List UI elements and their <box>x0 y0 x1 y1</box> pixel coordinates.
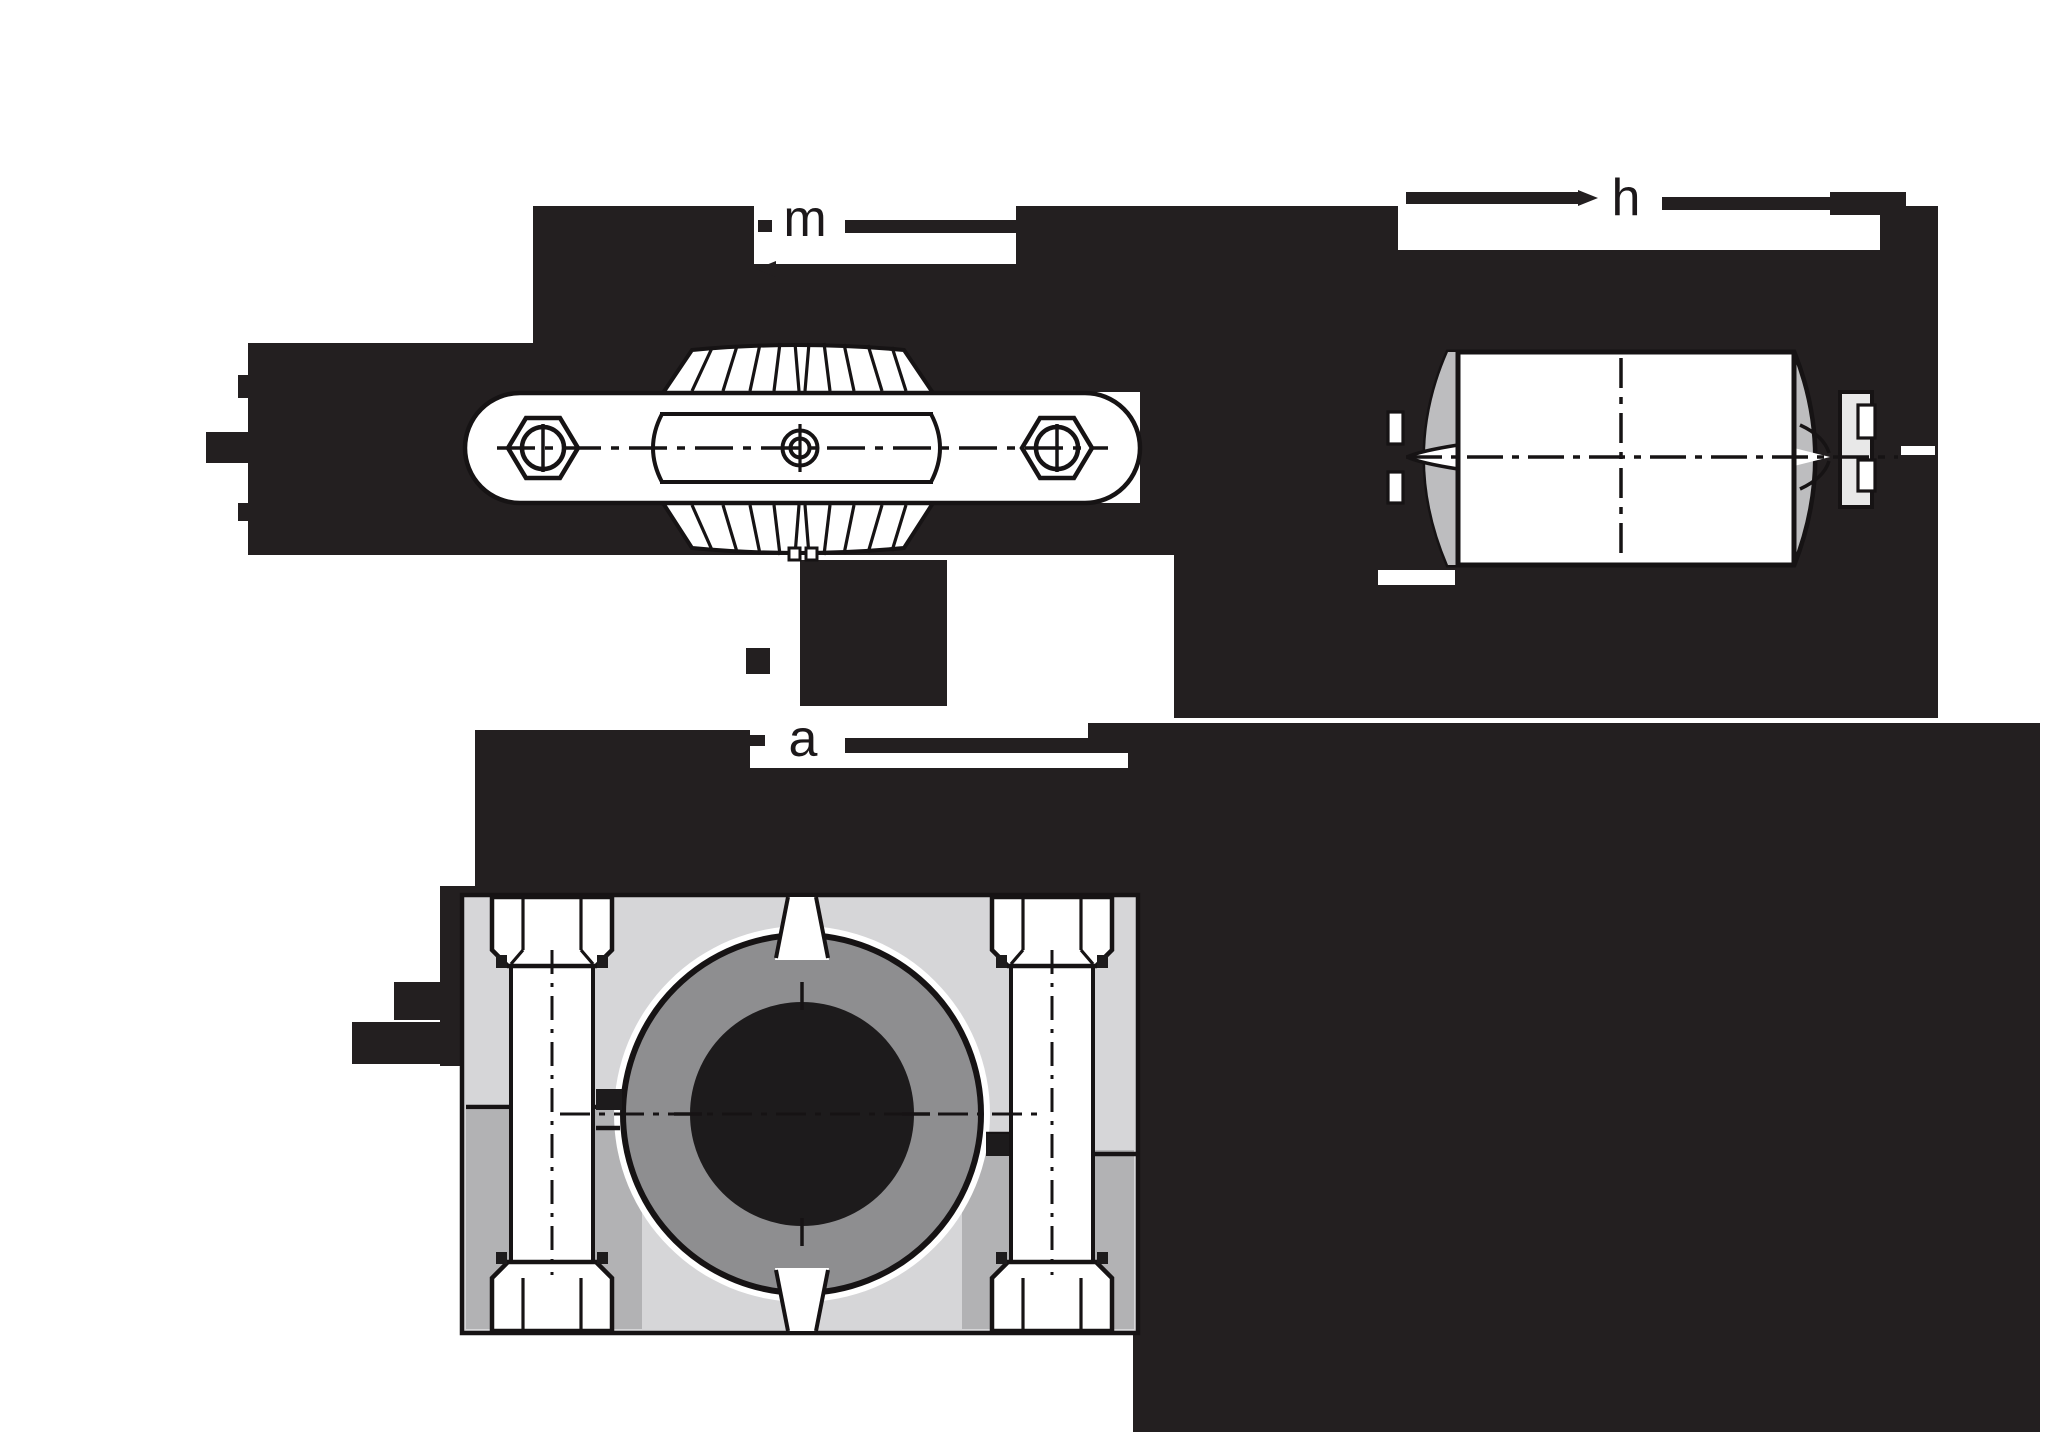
m-lower-bar <box>772 264 1016 275</box>
blackout-left-bump-3 <box>238 503 250 521</box>
blackout-sub-square <box>746 648 770 674</box>
front-view-bolt-left <box>489 894 615 1334</box>
h-corner-bar <box>1830 192 1906 215</box>
top-view-serrated-barrel-upper <box>659 342 937 395</box>
dimension-bars <box>750 190 1906 753</box>
blackout-front-left-bump-1 <box>394 982 440 1020</box>
a-dimension-bar <box>845 738 1089 753</box>
m-dimension-bar <box>845 220 1016 233</box>
blackout-front-left-bump-2 <box>352 1022 440 1064</box>
front-view <box>459 892 1141 1336</box>
side-view-left-tab-bottom <box>1386 470 1405 505</box>
barrel-lower-serrations <box>690 504 908 556</box>
blackout-front-top-mass <box>475 730 1133 895</box>
top-view-centre-hole <box>780 424 820 472</box>
front-view-bottom-slit-edge-right <box>814 1269 830 1332</box>
a-arrow-dash <box>750 735 765 746</box>
side-view-right-hook-top <box>1799 423 1831 454</box>
barrel-lower-tip-left <box>787 546 802 562</box>
m-lower-arrow <box>756 261 776 277</box>
side-view-right-pinch <box>1794 448 1830 466</box>
side-view <box>1386 349 1898 568</box>
front-view-split-notch-left <box>596 1089 622 1110</box>
h-left-arrowhead <box>1578 190 1598 206</box>
h-dimension-bar <box>1662 197 1832 210</box>
h-left-pocket <box>1398 130 1592 250</box>
blackout-left-bump-2 <box>206 432 250 463</box>
side-view-right-tab-notch-top <box>1856 403 1877 440</box>
front-view-bottom-slit-edge-left <box>774 1269 790 1332</box>
h-left-bar <box>1406 192 1582 204</box>
side-view-left-tab-top <box>1386 410 1405 446</box>
blackout-sub-blob <box>800 560 947 706</box>
side-view-white-dash <box>1901 446 1935 455</box>
label-m: m <box>783 190 826 248</box>
side-view-white-strip <box>1378 570 1455 585</box>
front-view-top-slit-edge-right <box>814 896 830 959</box>
label-h: h <box>1612 169 1641 227</box>
barrel-lower-tip-right <box>804 546 819 562</box>
front-view-top-slit <box>775 897 829 960</box>
front-view-split-notch-right <box>986 1134 1012 1156</box>
top-view-serrated-barrel-lower <box>659 501 937 562</box>
label-a: a <box>789 710 818 768</box>
dimension-labels: m h a <box>783 169 1640 768</box>
front-view-recess-ears <box>496 955 1108 1264</box>
blackout-bottom-right-mass <box>1088 723 2040 1432</box>
front-view-top-slit-edge-left <box>774 896 790 959</box>
blackout-left-bump-1 <box>238 375 250 398</box>
top-view-hex-nut-left <box>505 415 581 481</box>
m-arrow-dash <box>758 220 772 232</box>
front-view-bottom-slit <box>775 1268 829 1331</box>
side-view-right-hook-bottom <box>1799 460 1831 491</box>
top-view <box>462 342 1143 562</box>
side-view-right-tab-notch-bottom <box>1856 458 1877 493</box>
barrel-upper-serrations <box>690 342 908 392</box>
